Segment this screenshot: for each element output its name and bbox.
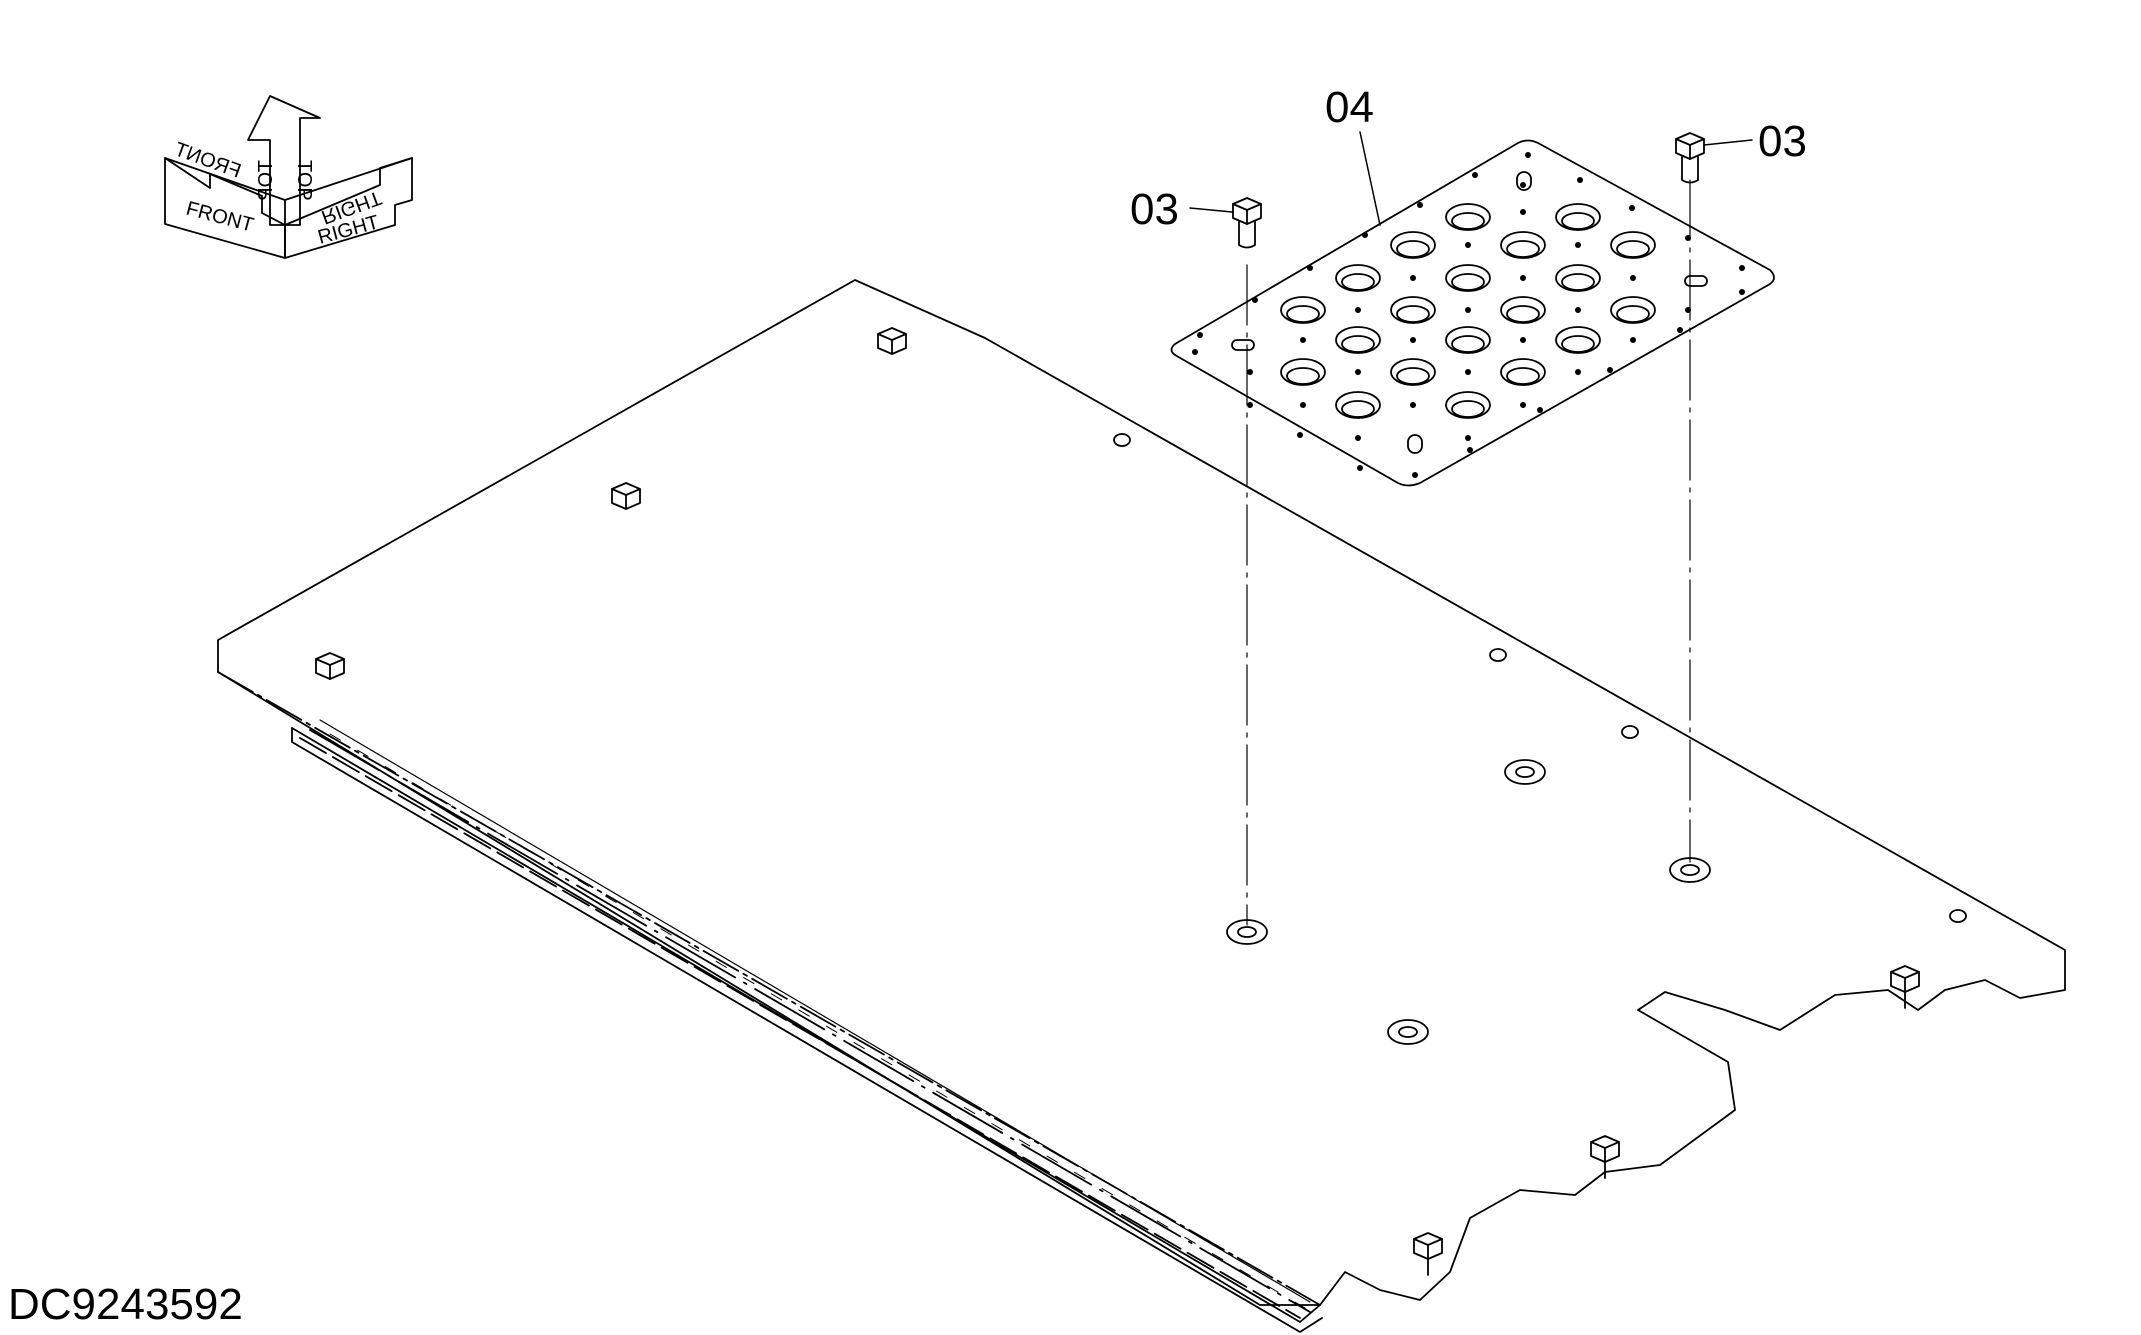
right-arrow-icon — [284, 157, 413, 259]
orientation-front-label: FRONT — [184, 198, 256, 237]
hex-bolt-icon — [1890, 965, 1920, 1009]
callout-03-left: 03 — [1130, 185, 1179, 234]
hex-bolt-icon — [1590, 1135, 1620, 1179]
callout-04: 04 — [1325, 83, 1374, 132]
boss-grid — [1280, 203, 1656, 419]
floor-bolts — [315, 327, 1920, 1276]
drawing-id: DC9243592 — [8, 1280, 243, 1329]
hex-bolt-icon — [611, 482, 641, 510]
orientation-top-mirrored-label: TOP — [255, 160, 277, 201]
floor-plate — [217, 279, 2066, 1333]
orientation-indicator: FRONT FRONT TOP TOP RIGHT RIGHT — [164, 95, 413, 259]
step-plate — [1170, 139, 1775, 487]
orientation-front-mirrored-label: FRONT — [172, 138, 244, 182]
slot — [1684, 275, 1708, 287]
slot — [1407, 434, 1423, 454]
washer-icon — [1504, 759, 1546, 785]
leader-04 — [1359, 131, 1381, 226]
orientation-top-label: TOP — [293, 160, 315, 201]
perforations — [1192, 152, 1745, 478]
front-arrow-icon — [164, 157, 286, 259]
bolt-left — [1232, 197, 1262, 249]
callout-03-right: 03 — [1758, 117, 1807, 166]
hex-bolt-icon — [315, 652, 345, 680]
leader-03-left — [1189, 207, 1233, 213]
bolt-right — [1675, 132, 1705, 184]
slot — [1516, 171, 1532, 191]
hex-bolt-icon — [1413, 1232, 1443, 1276]
floor-holes — [1113, 433, 1967, 1045]
leader-03-right — [1703, 139, 1753, 146]
hex-bolt-icon — [877, 327, 907, 355]
washer-icon — [1387, 1019, 1429, 1045]
slot — [1231, 339, 1255, 351]
